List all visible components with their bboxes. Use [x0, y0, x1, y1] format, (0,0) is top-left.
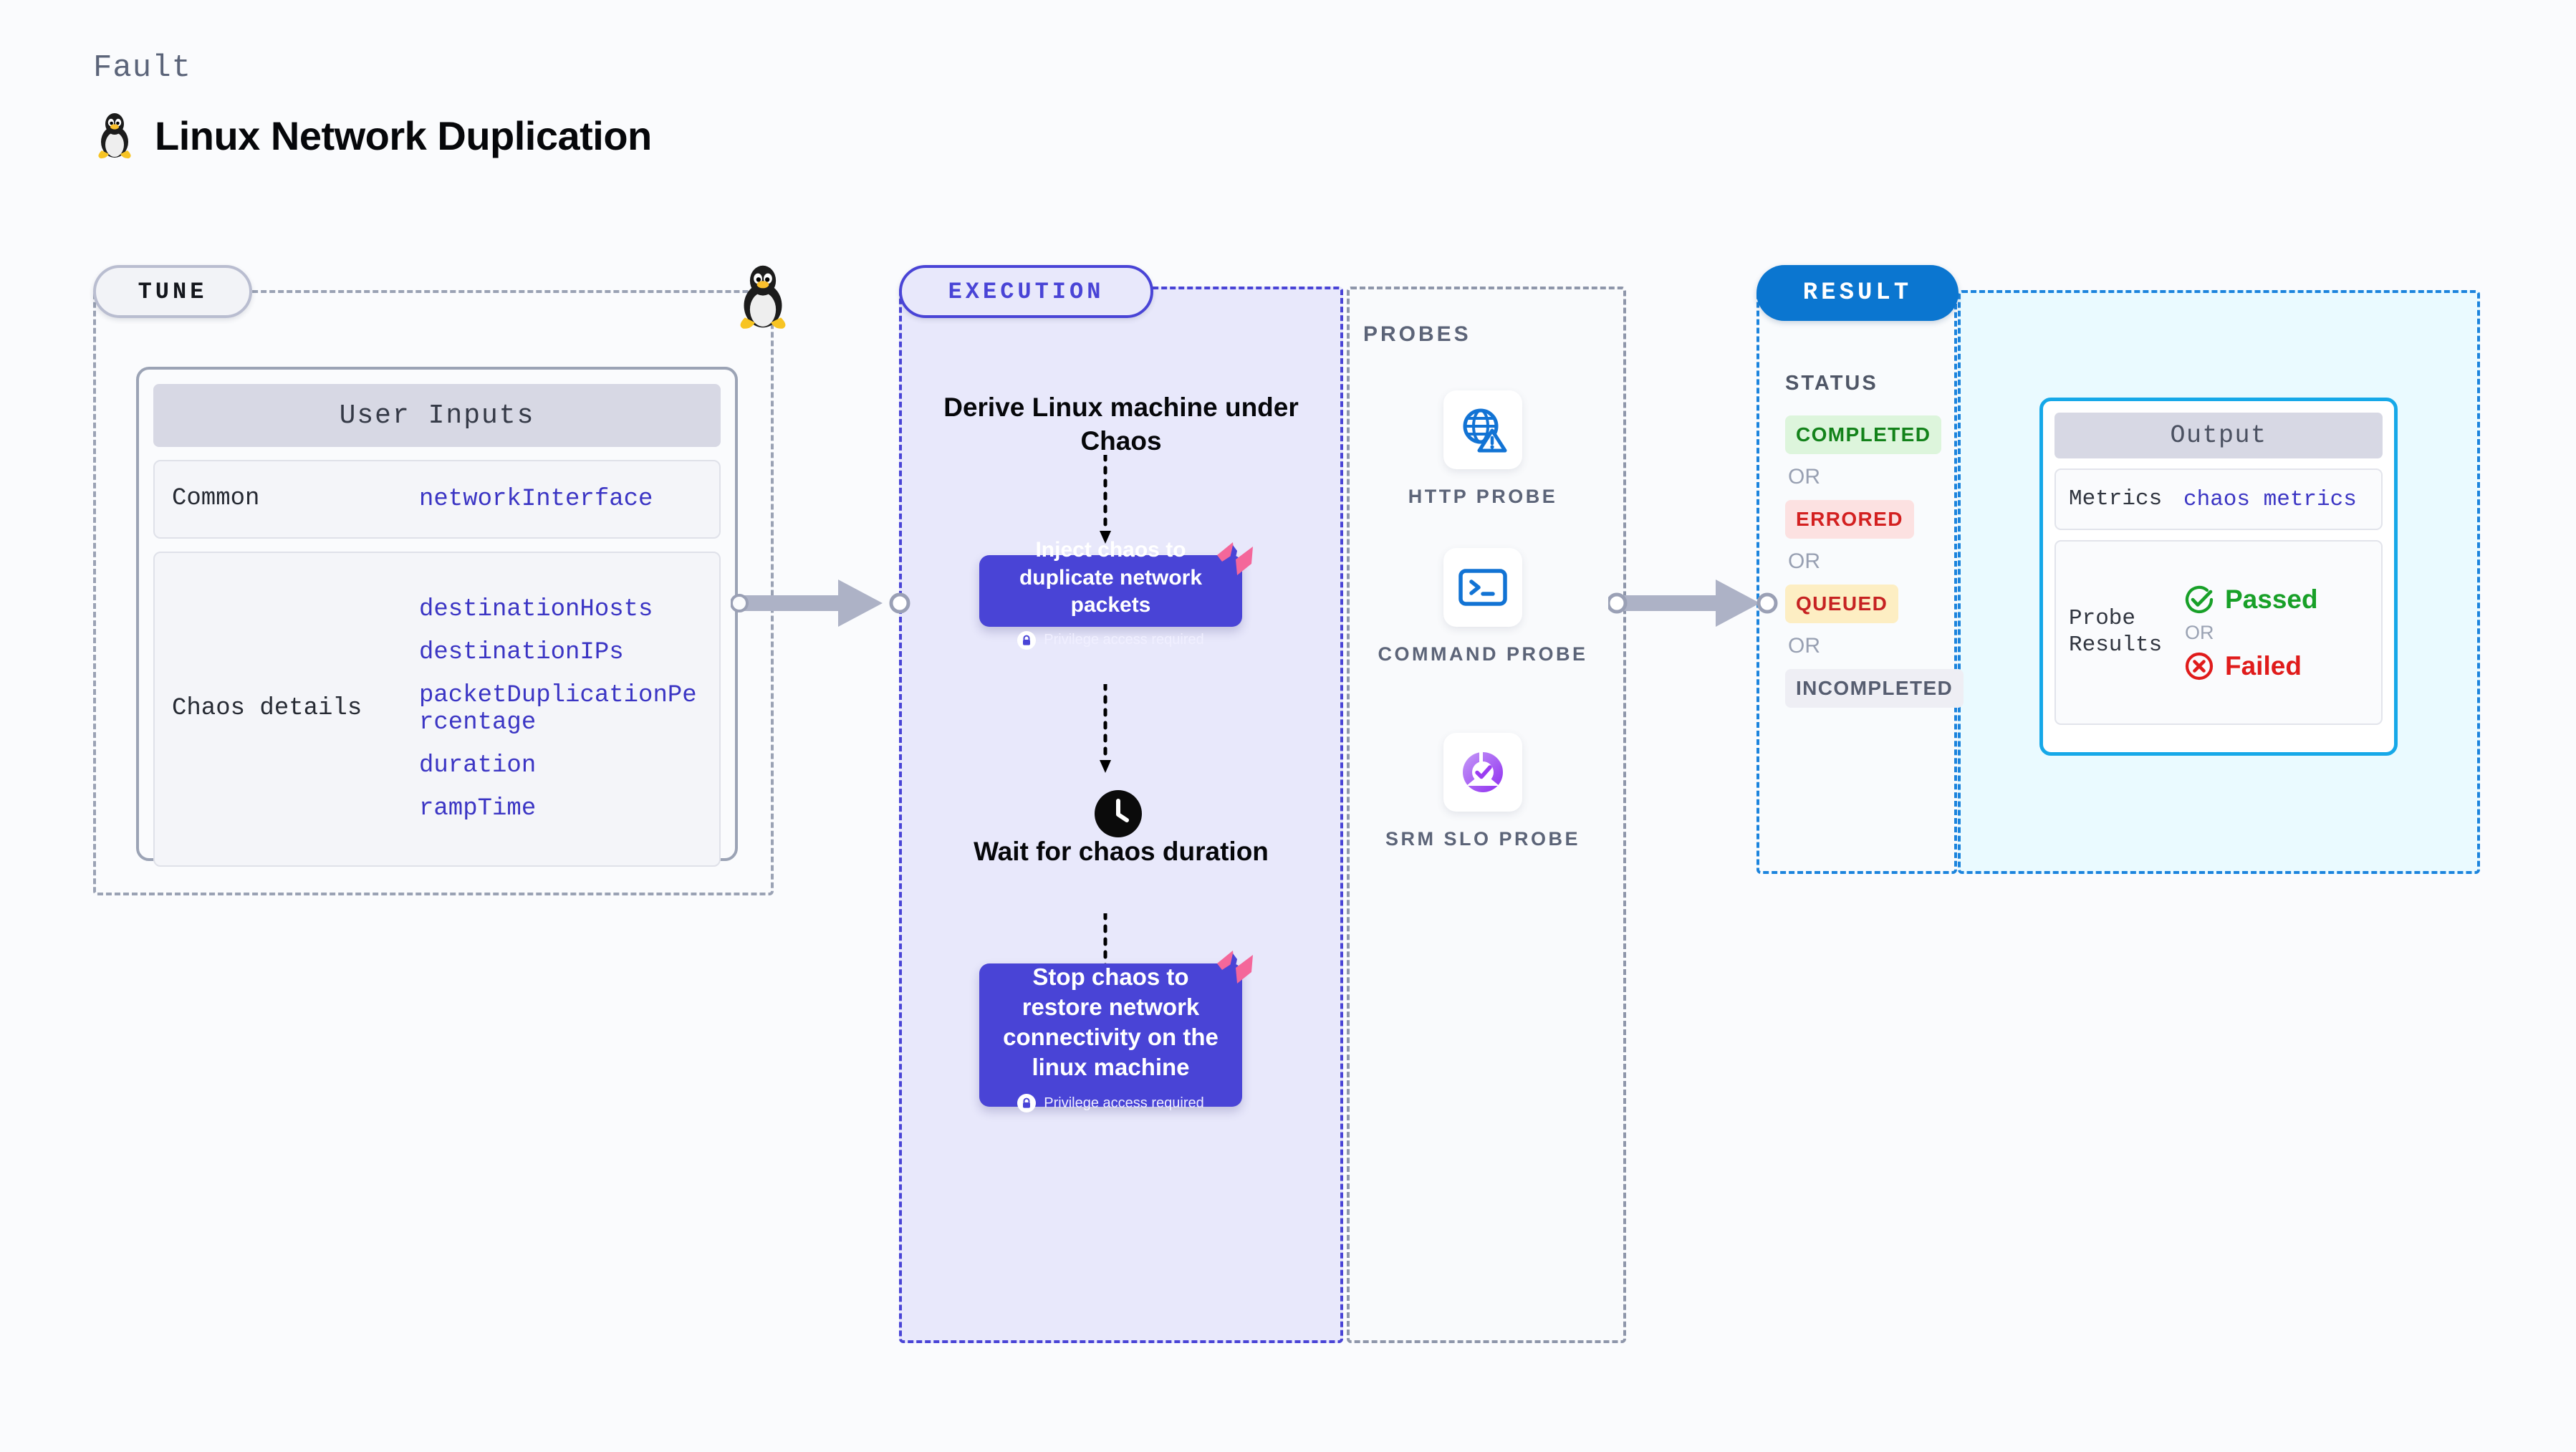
output-probe-results-row: Probe Results Passed OR Failed [2054, 540, 2383, 725]
check-circle-icon [2185, 585, 2214, 613]
x-circle-icon [2185, 652, 2214, 680]
connector-arrow-tune-to-execution [731, 580, 910, 627]
privilege-text: Privilege access required [1044, 632, 1204, 648]
output-metrics-label: Metrics [2069, 486, 2163, 511]
execution-stage-pill[interactable]: EXECUTION [899, 265, 1153, 318]
param-destination-ips[interactable]: destinationIPs [419, 638, 624, 666]
flow-arrow-down-icon [1100, 684, 1111, 773]
param-packet-duplication-percentage[interactable]: packetDuplicationPercentage [419, 681, 697, 736]
harness-logo-icon [1217, 951, 1253, 984]
clock-icon [1095, 790, 1142, 837]
input-group-chaos-details: Chaos details destinationHosts destinati… [153, 552, 721, 867]
page-header: Fault Linux Network Duplication [93, 50, 652, 159]
privilege-text: Privilege access required [1044, 1095, 1204, 1111]
chaos-block-title: Inject chaos to duplicate network packet… [1019, 538, 1203, 617]
page-title: Linux Network Duplication [155, 112, 652, 158]
probe-tile [1443, 733, 1522, 812]
probe-result-passed: Passed [2183, 584, 2318, 615]
execution-step-wait-label: Wait for chaos duration [974, 837, 1269, 866]
connector-arrow-execution-to-result [1608, 580, 1778, 627]
result-status-boundary [1756, 290, 1957, 874]
terminal-icon [1458, 569, 1507, 606]
execution-step-derive-label: Derive Linux machine under Chaos [943, 393, 1299, 456]
output-probe-results-label: Probe Results [2069, 606, 2163, 658]
output-metrics-row: Metrics chaos metrics [2054, 468, 2383, 530]
probe-label: COMMAND PROBE [1378, 643, 1588, 665]
privilege-row: Privilege access required [1017, 1094, 1204, 1113]
param-network-interface[interactable]: networkInterface [419, 485, 653, 513]
probe-result-failed: Failed [2183, 650, 2318, 682]
status-badge-queued: QUEUED [1785, 585, 1899, 623]
probe-label: SRM SLO PROBE [1385, 828, 1581, 850]
flow-arrow-down-icon [1100, 455, 1111, 544]
failed-label: Failed [2225, 650, 2302, 681]
status-badge-completed: COMPLETED [1785, 415, 1942, 454]
probe-tile [1443, 390, 1522, 469]
execution-block-inject-chaos[interactable]: Inject chaos to duplicate network packet… [979, 538, 1242, 650]
execution-block-stop-chaos[interactable]: Stop chaos to restore network connectivi… [979, 963, 1242, 1113]
probe-item-command[interactable]: COMMAND PROBE [1365, 548, 1601, 668]
probe-tile [1443, 548, 1522, 627]
probe-label: HTTP PROBE [1408, 486, 1558, 507]
or-separator: OR [1788, 465, 1820, 489]
lock-icon [1017, 630, 1037, 650]
status-label: STATUS [1785, 372, 1878, 395]
output-metrics-value[interactable]: chaos metrics [2183, 486, 2357, 512]
user-inputs-header: User Inputs [153, 384, 721, 447]
probes-label: PROBES [1363, 322, 1471, 346]
chaos-block-title: Stop chaos to restore network connectivi… [1003, 963, 1219, 1081]
input-group-label: Common [172, 485, 260, 513]
user-inputs-card: User Inputs Common networkInterface Chao… [136, 367, 738, 867]
param-duration[interactable]: duration [419, 752, 537, 780]
status-list: COMPLETED OR ERRORED OR QUEUED OR INCOMP… [1785, 415, 1964, 708]
or-separator: OR [1788, 634, 1820, 658]
harness-logo-icon [1217, 542, 1253, 575]
input-group-common: Common networkInterface [153, 460, 721, 539]
privilege-row: Privilege access required [1017, 630, 1204, 650]
linux-tux-icon [740, 265, 786, 329]
globe-warning-icon [1463, 408, 1507, 453]
srm-slo-donut-icon [1463, 751, 1503, 792]
input-group-values: destinationHosts destinationIPs packetDu… [419, 596, 698, 822]
linux-tux-icon [98, 113, 131, 159]
param-destination-hosts[interactable]: destinationHosts [419, 595, 653, 623]
result-stage-pill[interactable]: RESULT [1756, 265, 1959, 321]
lock-icon [1017, 1094, 1037, 1113]
probe-item-srm-slo[interactable]: SRM SLO PROBE [1365, 733, 1601, 852]
or-separator: OR [1788, 549, 1820, 573]
tune-stage-pill[interactable]: TUNE [93, 265, 252, 318]
passed-label: Passed [2225, 584, 2318, 614]
output-card-header: Output [2054, 413, 2383, 458]
input-group-values: networkInterface [419, 486, 698, 513]
param-ramp-time[interactable]: rampTime [419, 795, 537, 823]
title-row: Linux Network Duplication [93, 112, 652, 159]
status-badge-errored: ERRORED [1785, 500, 1914, 539]
probe-result-values: Passed OR Failed [2183, 584, 2318, 682]
status-badge-incompleted: INCOMPLETED [1785, 669, 1964, 708]
input-group-label: Chaos details [172, 695, 362, 723]
probe-item-http[interactable]: HTTP PROBE [1365, 390, 1601, 510]
or-separator: OR [2185, 621, 2214, 643]
output-card: Output Metrics chaos metrics Probe Resul… [2039, 398, 2398, 756]
fault-kicker: Fault [93, 50, 192, 86]
